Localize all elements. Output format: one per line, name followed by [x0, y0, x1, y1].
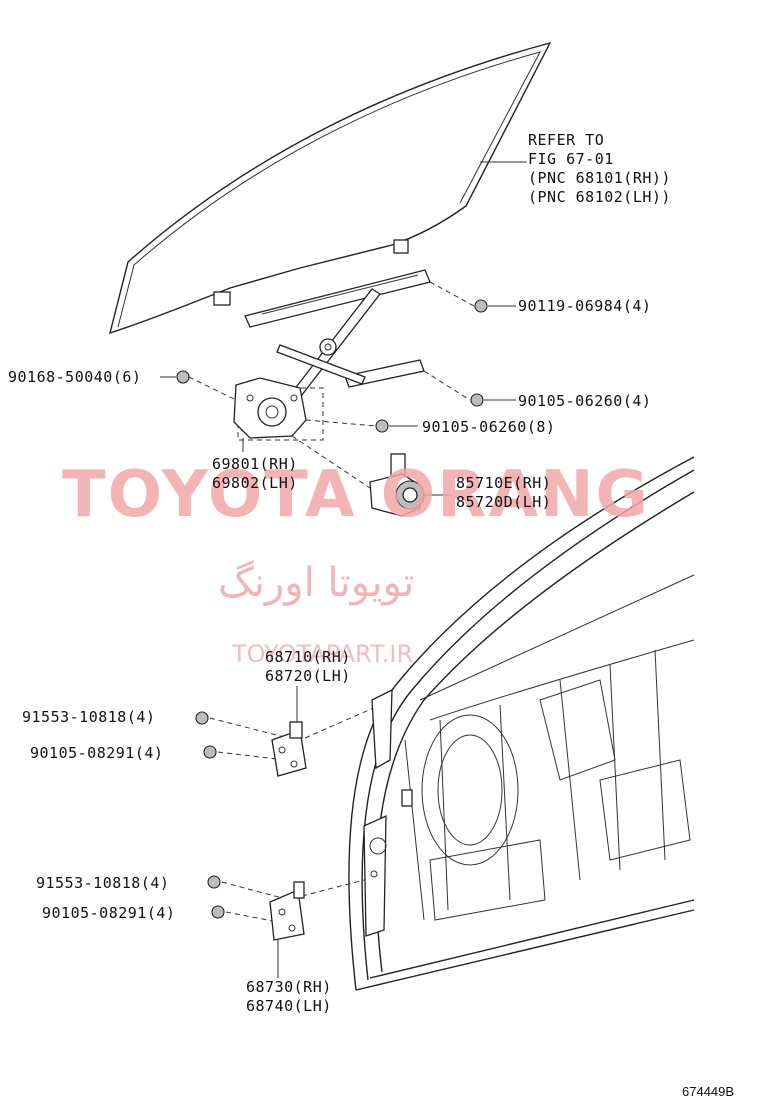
label-hinge-lower-lh: 68740(LH) [246, 997, 332, 1015]
watermark-persian: تویوتا اورنگ [218, 560, 415, 606]
label-bolt-90105-a: 90105-06260(4) [518, 392, 652, 410]
lower-hinge [269, 881, 305, 978]
label-hinge-upper-lh: 68720(LH) [265, 667, 351, 685]
window-regulator [237, 269, 431, 441]
hinge-bolts [195, 711, 225, 919]
label-regulator-rh: 69801(RH) [212, 455, 298, 473]
regulator-bracket [233, 377, 307, 452]
bolts-upper [160, 299, 516, 433]
door-inner-panel [348, 456, 695, 991]
label-bolt-91553-b: 91553-10818(4) [36, 874, 170, 892]
upper-hinge [271, 686, 307, 777]
label-bolt-90105-b: 90105-06260(8) [422, 418, 556, 436]
label-bolt-90168: 90168-50040(6) [8, 368, 142, 386]
figure-id: 674449B [682, 1084, 735, 1099]
label-hinge-lower-rh: 68730(RH) [246, 978, 332, 996]
refer-line-4: (PNC 68102(LH)) [528, 188, 671, 206]
label-regulator-lh: 69802(LH) [212, 474, 298, 492]
dashed-leaders [188, 281, 475, 923]
door-glass [109, 41, 552, 335]
label-bolt-90119: 90119-06984(4) [518, 297, 652, 315]
label-motor-rh: 85710E(RH) [456, 474, 552, 492]
refer-line-3: (PNC 68101(RH)) [528, 169, 671, 187]
watermark-site: TOYOTAPART.IR [232, 640, 414, 668]
label-bolt-91553-a: 91553-10818(4) [22, 708, 156, 726]
label-motor-lh: 85720D(LH) [456, 493, 552, 511]
label-bolt-90105-d: 90105-08291(4) [42, 904, 176, 922]
label-bolt-90105-c: 90105-08291(4) [30, 744, 164, 762]
label-hinge-upper-rh: 68710(RH) [265, 648, 351, 666]
watermark-main: TOYOTA ORANG [62, 458, 651, 532]
refer-line-2: FIG 67-01 [528, 150, 614, 168]
refer-line-1: REFER TO [528, 131, 605, 149]
window-motor [369, 453, 452, 517]
